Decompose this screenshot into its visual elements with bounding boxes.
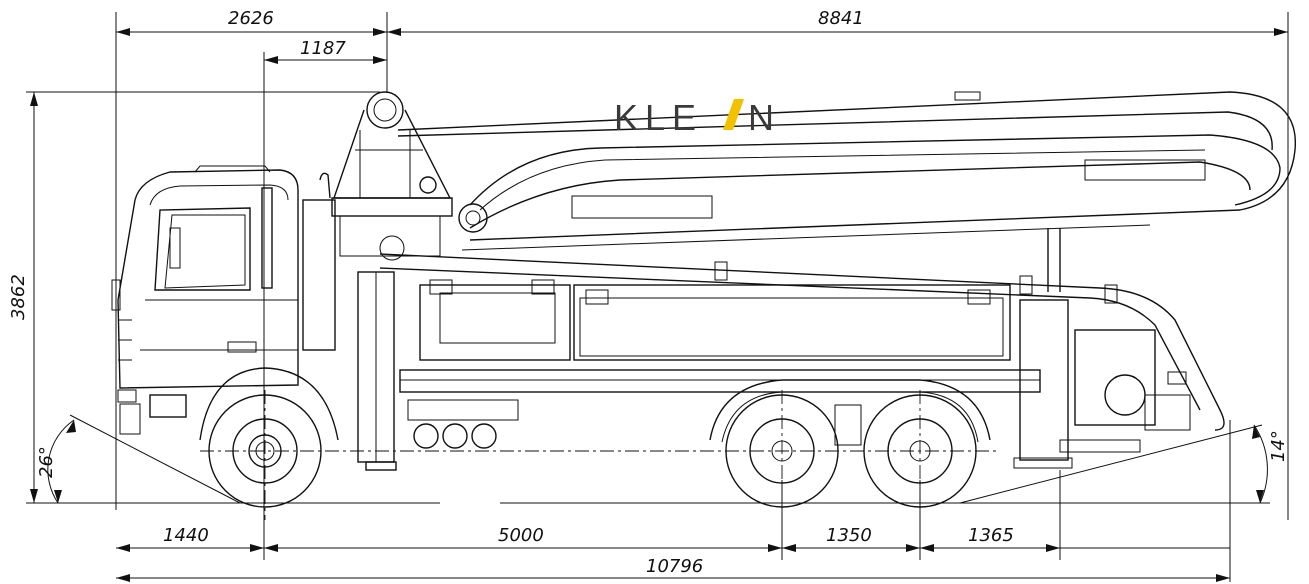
- dim-axle-spacing: 1350: [826, 525, 872, 546]
- dim-height: 3862: [8, 274, 29, 320]
- turret: [302, 91, 453, 351]
- dim-boom-offset: 1187: [300, 38, 346, 59]
- dim-top-left: 2626: [228, 8, 274, 29]
- dim-approach-angle: 26°: [36, 446, 57, 478]
- dim-departure-angle: 14°: [1268, 430, 1289, 462]
- klein-logo: KLE N: [614, 97, 781, 138]
- front-wheel: [199, 367, 339, 508]
- logo-text-left: KLE: [614, 97, 703, 138]
- dim-rear-overhang: 1365: [968, 525, 1014, 546]
- cab: [111, 165, 299, 435]
- dim-front-overhang: 1440: [163, 525, 209, 546]
- boom: [379, 91, 1296, 431]
- logo-slash: [723, 99, 744, 130]
- logo-text-right: N: [748, 97, 781, 138]
- body: [357, 271, 1191, 471]
- dim-total-length: 10796: [646, 556, 703, 577]
- dim-top-right: 8841: [818, 8, 864, 29]
- rear-fender: [709, 379, 991, 446]
- dimension-lines: [26, 12, 1289, 582]
- dim-wheelbase: 5000: [498, 525, 544, 546]
- center-lines: [200, 390, 1000, 520]
